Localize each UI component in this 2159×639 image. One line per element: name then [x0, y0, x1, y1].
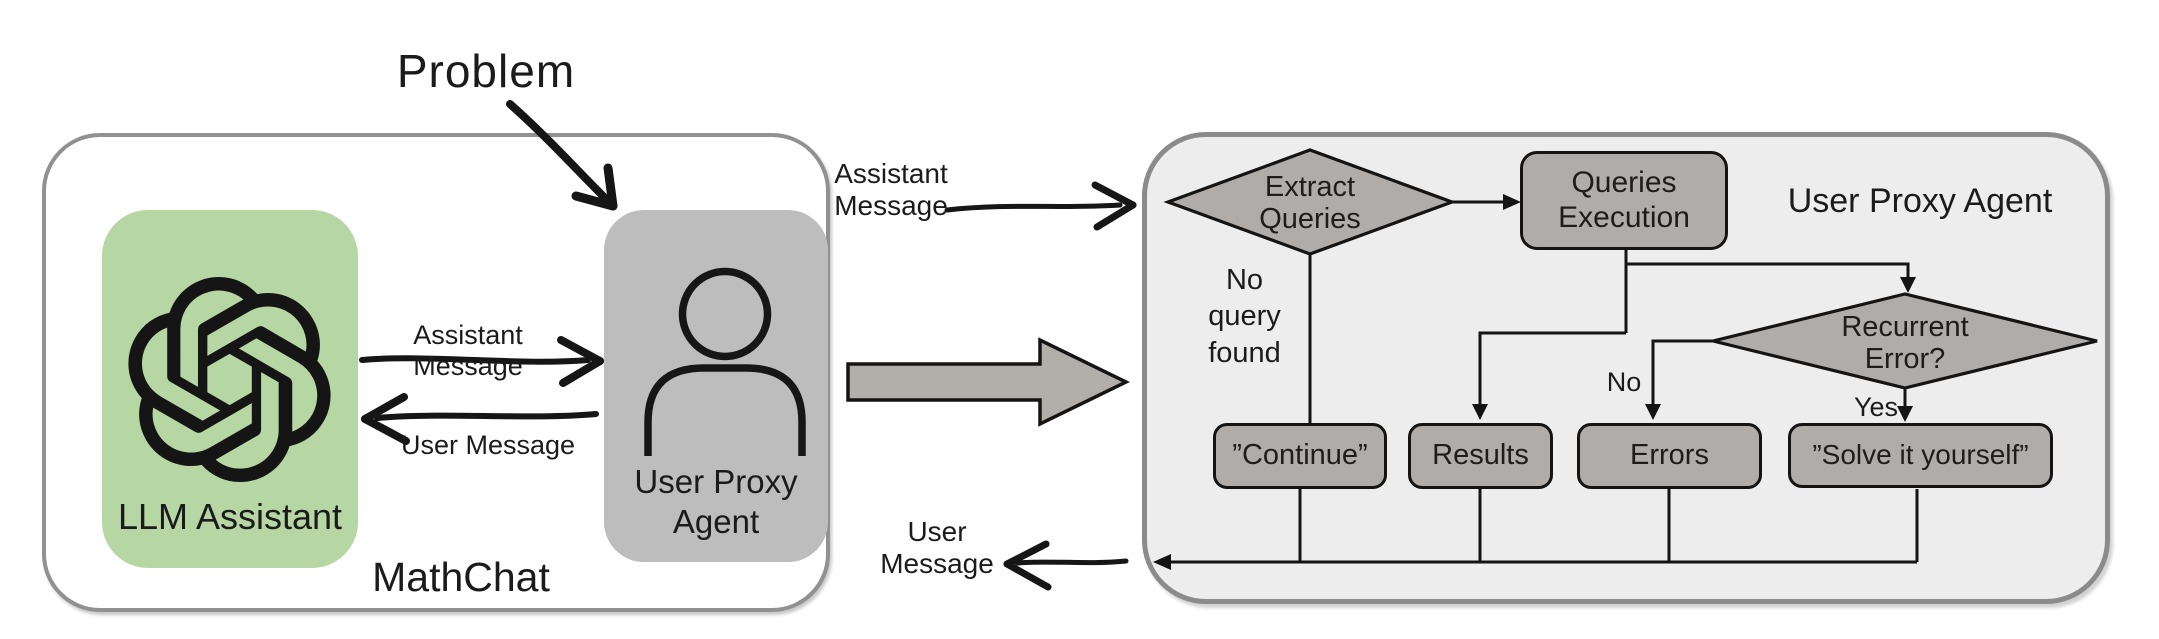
queries-execution-node: Queries Execution [1520, 151, 1728, 250]
llm-assistant-label: LLM Assistant [117, 496, 343, 537]
results-node: Results [1408, 423, 1553, 489]
user-message-return-label: User Message [880, 516, 994, 580]
problem-label: Problem [396, 45, 576, 97]
branch-yes-label: Yes [1853, 392, 1899, 422]
branch-no-label: No [1606, 367, 1642, 397]
assistant-handoff-arrow-icon [944, 181, 1137, 231]
continue-node: ”Continue” [1213, 423, 1387, 489]
solve-it-yourself-node: ”Solve it yourself” [1788, 423, 2053, 488]
mathchat-title: MathChat [372, 554, 550, 600]
user-proxy-agent-label: User Proxy Agent [634, 463, 798, 541]
person-icon [644, 267, 806, 456]
errors-node: Errors [1577, 423, 1762, 489]
assistant-message-handoff-label: Assistant Message [834, 158, 948, 222]
assistant-message-label: Assistant Message [413, 320, 523, 381]
user-message-label: User Message [400, 430, 576, 460]
flow-title-user-proxy-agent: User Proxy Agent [1787, 182, 2053, 220]
recurrent-error-label: Recurrent Error? [1841, 311, 1969, 376]
extract-queries-label: Extract Queries [1259, 171, 1361, 236]
openai-logo-icon [128, 277, 331, 482]
big-right-arrow-icon [846, 337, 1130, 427]
user-return-arrow-icon [1003, 540, 1129, 591]
no-query-found-label: No query found [1208, 264, 1281, 369]
